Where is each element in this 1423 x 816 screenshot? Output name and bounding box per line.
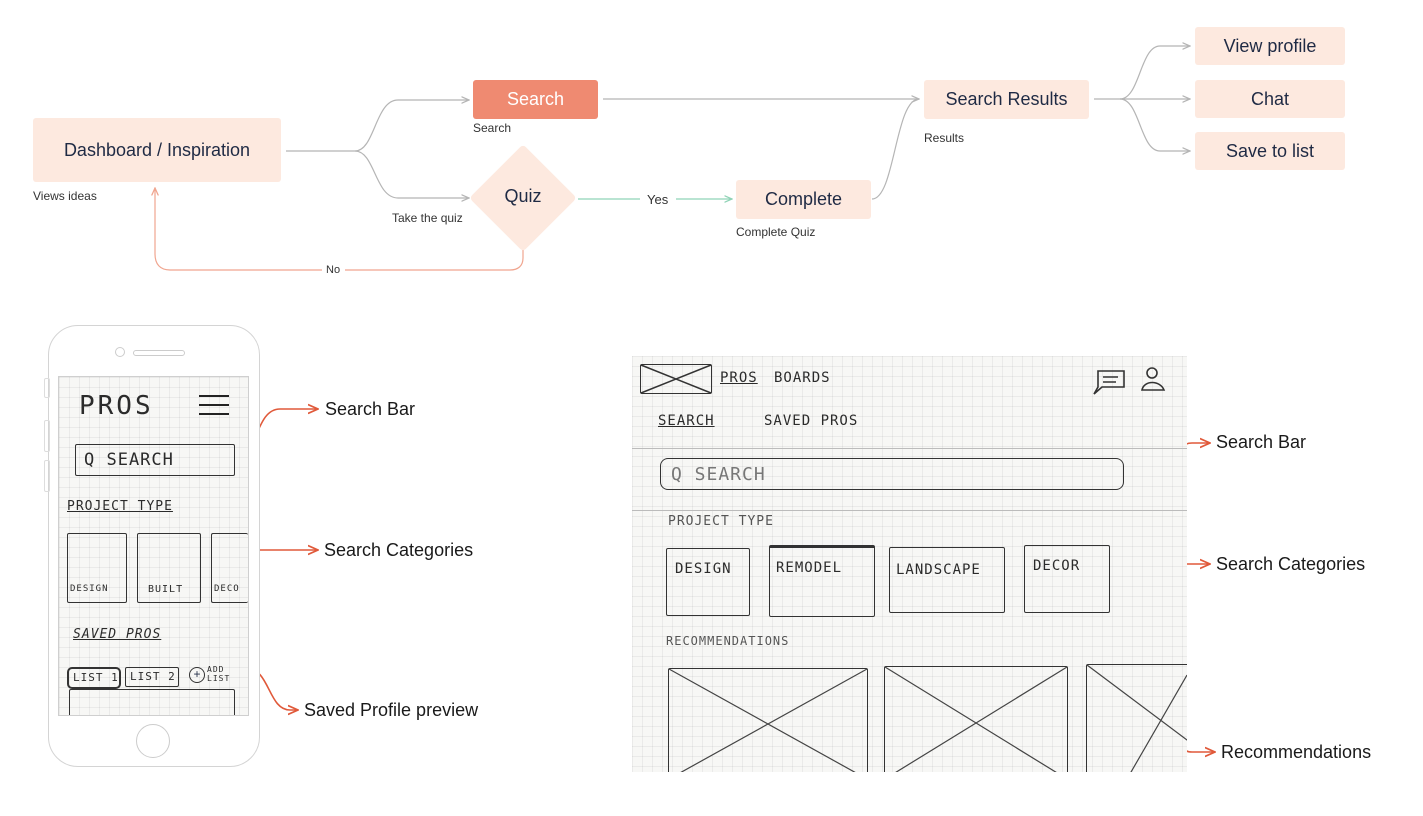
mobile-search-input[interactable]: Q SEARCH	[75, 444, 235, 476]
node-view-profile-label: View profile	[1223, 35, 1317, 56]
mobile-saved-profile-preview[interactable]	[69, 689, 235, 715]
mobile-list-chip-label: LIST 1	[73, 671, 119, 684]
desktop-search-placeholder: Q SEARCH	[671, 464, 766, 485]
annotation-mobile-saved-profile: Saved Profile preview	[304, 700, 479, 720]
desktop-category-label: DESIGN	[675, 561, 732, 577]
mobile-list-chip[interactable]: LIST 2	[125, 667, 179, 687]
mobile-category-card[interactable]: BUILT	[137, 533, 201, 603]
node-search-results-label: Search Results	[945, 89, 1068, 109]
user-icon[interactable]	[1140, 366, 1166, 394]
desktop-nav-boards[interactable]: BOARDS	[774, 370, 831, 386]
image-placeholder-lines	[1086, 664, 1187, 772]
mobile-project-type-label: PROJECT TYPE	[67, 499, 173, 514]
connector-complete-results	[871, 98, 920, 200]
mobile-saved-pros-label: SAVED PROS	[73, 627, 162, 642]
phone-side-button	[44, 460, 50, 492]
desktop-tab-search[interactable]: SEARCH	[658, 413, 715, 429]
logo-cross-lines	[640, 364, 712, 394]
connector-to-quiz	[354, 150, 469, 198]
node-quiz-label: Quiz	[504, 186, 542, 206]
phone-side-button	[44, 378, 50, 398]
desktop-category-label: DECOR	[1033, 558, 1081, 574]
mobile-list-chip[interactable]: LIST 1	[67, 667, 121, 689]
desktop-recommendation-card[interactable]	[884, 666, 1068, 772]
image-placeholder-lines	[884, 666, 1068, 772]
annotation-desktop-search-categories: Search Categories	[1216, 554, 1366, 574]
node-search: Search	[473, 80, 598, 119]
desktop-recommendation-card[interactable]	[668, 668, 868, 772]
mobile-logo: PROS	[79, 391, 154, 421]
desktop-category-label: REMODEL	[776, 560, 843, 576]
user-icon-graphic	[1141, 367, 1166, 391]
node-save-to-list-label: Save to list	[1225, 140, 1315, 161]
mobile-list-chip-label: LIST 2	[130, 670, 176, 683]
mobile-sketch-screen: PROS Q SEARCH PROJECT TYPE DESIGN BUILT …	[58, 376, 249, 716]
desktop-recommendation-card[interactable]	[1086, 664, 1187, 772]
chat-icon-graphic	[1093, 370, 1125, 395]
mobile-category-label: BUILT	[148, 584, 184, 595]
desktop-recommendations-label: RECOMMENDATIONS	[666, 634, 790, 648]
caption-take-quiz: Take the quiz	[392, 211, 463, 225]
desktop-divider	[632, 510, 1187, 511]
phone-camera-icon	[115, 347, 125, 357]
connector-to-search	[354, 100, 469, 152]
caption-complete-quiz: Complete Quiz	[736, 225, 816, 239]
caption-results: Results	[924, 131, 965, 145]
desktop-category-card[interactable]: REMODEL	[769, 545, 875, 617]
add-list-icon[interactable]: +	[189, 667, 205, 683]
mobile-category-label: DECO	[214, 584, 240, 594]
connector-no	[155, 188, 524, 271]
mobile-category-label: DESIGN	[70, 584, 109, 594]
desktop-category-card[interactable]: DECOR	[1024, 545, 1110, 613]
annotation-desktop-search-bar: Search Bar	[1216, 432, 1307, 452]
hamburger-icon[interactable]	[199, 395, 229, 415]
mobile-category-card[interactable]: DESIGN	[67, 533, 127, 603]
chat-icon[interactable]	[1090, 368, 1126, 395]
desktop-nav-pros[interactable]: PROS	[720, 370, 758, 386]
node-complete-label: Complete	[764, 189, 843, 209]
desktop-project-type-label: PROJECT TYPE	[668, 514, 774, 529]
phone-speaker	[133, 350, 185, 356]
connector-save	[1119, 98, 1190, 151]
node-search-results: Search Results	[924, 80, 1089, 119]
desktop-category-card[interactable]: LANDSCAPE	[889, 547, 1005, 613]
annotation-mobile-search-bar: Search Bar	[325, 399, 416, 419]
desktop-search-input[interactable]: Q SEARCH	[660, 458, 1124, 490]
caption-search: Search	[473, 121, 512, 135]
label-yes: Yes	[647, 192, 669, 207]
phone-side-button	[44, 420, 50, 452]
desktop-tab-saved-pros[interactable]: SAVED PROS	[764, 413, 859, 429]
desktop-category-card[interactable]: DESIGN	[666, 548, 750, 616]
desktop-divider	[632, 448, 1187, 449]
node-chat: Chat	[1195, 80, 1345, 118]
node-complete: Complete	[736, 180, 871, 219]
node-dashboard-label: Dashboard / Inspiration	[63, 139, 251, 160]
desktop-logo-placeholder	[640, 364, 712, 394]
annotation-mobile-search-categories: Search Categories	[324, 540, 474, 560]
node-save-to-list: Save to list	[1195, 132, 1345, 170]
mobile-search-placeholder: Q SEARCH	[84, 450, 174, 470]
image-placeholder-lines	[668, 668, 868, 772]
mobile-add-list-label: ADD LIST	[207, 665, 231, 683]
connector-view-profile	[1119, 46, 1190, 100]
desktop-sketch-screen: PROS BOARDS SEARCH SAVED PROS Q SEARCH P…	[632, 356, 1187, 772]
node-view-profile: View profile	[1195, 27, 1345, 65]
caption-views-ideas: Views ideas	[33, 189, 97, 203]
desktop-category-label: LANDSCAPE	[896, 562, 981, 578]
node-search-label: Search	[506, 89, 565, 109]
label-no: No	[326, 264, 341, 276]
phone-home-button[interactable]	[136, 724, 170, 758]
node-chat-label: Chat	[1250, 88, 1290, 109]
node-dashboard: Dashboard / Inspiration	[33, 118, 281, 182]
annotation-desktop-recommendations: Recommendations	[1221, 742, 1372, 762]
mobile-category-card[interactable]: DECO	[211, 533, 248, 603]
